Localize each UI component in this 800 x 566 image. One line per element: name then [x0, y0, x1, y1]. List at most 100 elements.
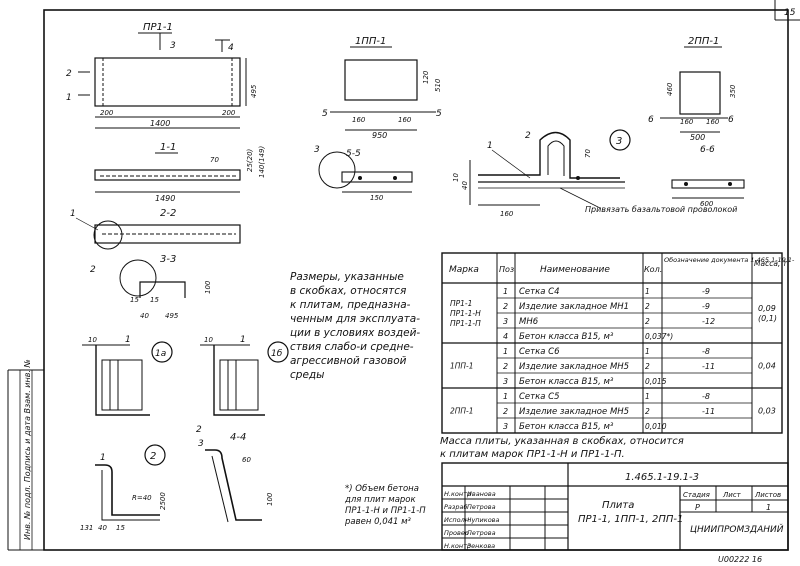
concrete-line: равен 0,041 м³	[345, 517, 411, 527]
spec-row-qty: 0,010	[645, 422, 667, 431]
sizes-line: Размеры, указанные	[290, 271, 404, 283]
dim-160d: 160	[706, 118, 720, 126]
dim-600: 600	[700, 200, 714, 208]
spec-row-name: Сетка С5	[519, 392, 560, 402]
sizes-line: ченным для эксплуата-	[290, 313, 421, 325]
spec-row-doc: -11	[702, 362, 715, 371]
dim-160a: 160	[352, 116, 366, 124]
dim-10b: 10	[88, 336, 97, 344]
sheet-label: Лист	[722, 491, 742, 499]
spec-header-doc: Обозначение документа 1.465.1-19.1-	[664, 256, 795, 264]
spec-row-doc: -8	[702, 347, 710, 356]
tb-role: Разраб	[444, 503, 467, 511]
dim-40: 40	[461, 181, 469, 190]
dim-510: 510	[434, 78, 442, 92]
view-title-pp2: 2ПП-1	[688, 36, 719, 47]
spec-row-name: Сетка С6	[519, 347, 560, 357]
spec-header-mark: Марка	[449, 265, 479, 275]
spec-header-qty: Кол.	[644, 265, 662, 274]
callout-3c: 3	[198, 439, 204, 449]
dim-15b: 15	[150, 296, 159, 304]
cut-label-2: 2	[66, 69, 72, 79]
section-44: 4-4 60 100 3 2	[196, 425, 274, 523]
dim-495b: 495	[165, 312, 179, 320]
tb-role: Провер	[444, 529, 469, 537]
section-33: 3-3 2 100 15 15 40 495	[90, 254, 212, 320]
spec-group-mark: 2ПП-1	[450, 407, 474, 416]
note-mass: Масса плиты, указанная в скобках, относи…	[440, 435, 785, 461]
sizes-line: ствия слабо-и средне-	[290, 341, 414, 353]
spec-header-mass: Масса, т	[754, 259, 788, 268]
dim-10: 10	[452, 173, 460, 182]
dim-495: 495	[250, 84, 258, 98]
section-title-11: 1-1	[160, 142, 176, 153]
callout-1d: 1	[240, 335, 246, 345]
section-title-33: 3-3	[160, 254, 176, 265]
section-title-55: 5-5	[346, 149, 361, 159]
dim-100: 100	[204, 280, 212, 294]
dim-2500: 2500	[159, 492, 167, 510]
spec-group-mark: ПР1-1	[450, 299, 472, 308]
dim-150: 150	[370, 194, 384, 202]
callout-1a: 1	[487, 141, 493, 151]
spec-row-name: Бетон класса В15, м³	[519, 422, 614, 432]
callout-1a-circle: 1а	[155, 349, 166, 359]
mass-line: к плитам марок ПР1-1-Н и ПР1-1-П.	[440, 449, 625, 460]
view-title-pp1: 1ПП-1	[355, 36, 386, 47]
spec-group-mark: ПР1-1-П	[450, 319, 481, 328]
dim-160c: 160	[680, 118, 694, 126]
tb-name: Чупикова	[467, 516, 500, 524]
spec-row-name: Бетон класса В15, м³	[519, 332, 614, 342]
view-title-pr11: ПР1-1	[143, 22, 173, 33]
sheet-frame	[7, 0, 800, 551]
dim-120: 120	[422, 70, 430, 84]
dim-500: 500	[690, 133, 705, 142]
spec-header-pos: Поз.	[499, 265, 517, 274]
dim-460: 460	[666, 82, 674, 96]
cut-label-5b: 5	[436, 109, 442, 119]
spec-row-pos: 4	[503, 332, 508, 341]
dim-1400: 1400	[150, 119, 170, 128]
spec-row-pos: 2	[503, 362, 508, 371]
spec-group-mass: 0,09	[758, 304, 776, 313]
dim-r40: R=40	[132, 494, 152, 502]
sizes-line: агрессивной газовой	[290, 355, 407, 367]
spec-row-qty: 0,037*)	[645, 332, 673, 341]
spec-row-name: Изделие закладное МН5	[519, 362, 629, 372]
title-line-1: Плита	[602, 500, 634, 511]
tb-name: Петрова	[467, 529, 496, 537]
stage-label: Стадия	[683, 491, 710, 499]
dim-1490: 1490	[155, 194, 175, 203]
spec-group-mass: (0,1)	[758, 314, 777, 323]
cut-label-6b: 6	[728, 115, 734, 125]
view-pr11: ПР1-1 3 4 2 1 495 200 200 1400	[66, 22, 258, 129]
section-55: 5-5 150 3	[314, 145, 413, 202]
spec-group-mark: 1ПП-1	[450, 362, 474, 371]
dim-160e: 160	[500, 210, 514, 218]
sheets-value: 1	[766, 503, 771, 512]
sheets-label: Листов	[754, 491, 781, 499]
sizes-line: к плитам, предназна-	[290, 299, 411, 311]
section-11: 1-1 25(20) 140(149) 70 1490	[94, 142, 266, 203]
title-line-2: ПР1-1, 1ПП-1, 2ПП-1	[578, 514, 683, 525]
spec-group-mark: ПР1-1-Н	[450, 309, 481, 318]
dim-160b: 160	[398, 116, 412, 124]
dim-40c: 40	[98, 524, 107, 532]
dim-950: 950	[372, 131, 387, 140]
spec-row-doc: -11	[702, 407, 715, 416]
section-title-66: 6-6	[700, 145, 715, 155]
spec-row-pos: 3	[503, 317, 508, 326]
dim-131: 131	[80, 524, 93, 532]
cut-label-3: 3	[170, 41, 176, 51]
spec-row-pos: 3	[503, 422, 508, 431]
callout-2-circle: 2	[150, 451, 156, 462]
doc-code: 1.465.1-19.1-3	[625, 472, 699, 483]
tb-name: Петрова	[467, 503, 496, 511]
sheet-number: 15	[784, 8, 796, 18]
detail-1a: 10 1 1а	[82, 335, 173, 416]
cut-label-5a: 5	[322, 109, 328, 119]
spec-row-doc: -9	[702, 302, 710, 311]
